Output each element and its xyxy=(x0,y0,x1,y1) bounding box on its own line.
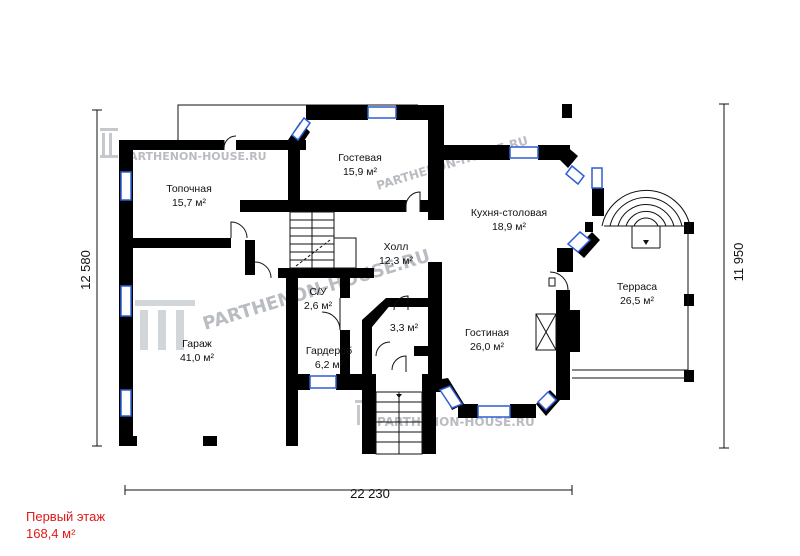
room-area-topochnaya: 15,7 м² xyxy=(172,197,207,209)
door-garage xyxy=(254,261,272,279)
terrace-arrow-icon xyxy=(643,240,649,245)
terrace xyxy=(572,189,691,379)
floor-name: Первый этаж xyxy=(26,509,106,524)
window-garderob xyxy=(309,375,337,389)
door-garderob xyxy=(375,341,391,357)
dimension-left: 12 580 xyxy=(78,250,93,290)
window-kitchen-side xyxy=(591,167,603,189)
watermark-logo-icon xyxy=(100,128,118,158)
room-name-gostevaya: Гостевая xyxy=(338,152,382,164)
room-area-terrace: 26,5 м² xyxy=(620,295,655,307)
window-garage-1 xyxy=(120,285,132,317)
room-area-gostevaya: 15,9 м² xyxy=(343,166,378,178)
floor-caption: Первый этаж 168,4 м² xyxy=(26,508,105,542)
window-garage-2 xyxy=(120,389,132,417)
room-name-terrace: Терраса xyxy=(617,281,657,293)
entrance-arrow-icon xyxy=(396,394,402,398)
room-area-su: 2,6 м² xyxy=(304,300,333,312)
room-name-garderob: Гардероб xyxy=(306,345,352,357)
room-name-kitchen: Кухня-столовая xyxy=(471,207,547,219)
door-topochnaya xyxy=(223,135,237,150)
room-area-kitchen: 18,9 м² xyxy=(492,221,527,233)
room-area-hall: 12,3 м² xyxy=(379,255,414,267)
window-living-diag-1 xyxy=(438,385,464,409)
window-kitchen-diag-1 xyxy=(564,164,586,186)
stairs xyxy=(289,211,423,455)
dimension-lines xyxy=(92,103,729,495)
watermark-text-kitchen: PARTHENON-HOUSE.RU xyxy=(375,133,530,193)
watermark-logo-icon-large xyxy=(135,300,195,350)
room-area-small: 3,3 м² xyxy=(390,322,419,334)
window-kitchen-top xyxy=(509,146,539,159)
column-icon xyxy=(548,277,556,287)
window-gostevaya xyxy=(367,106,397,119)
room-area-garderob: 6,2 м² xyxy=(315,359,344,371)
dimension-bottom: 22 230 xyxy=(350,486,390,501)
door-gostevaya xyxy=(405,191,421,212)
garage-pillar xyxy=(203,436,217,446)
door-terrace xyxy=(549,271,569,291)
door-su xyxy=(321,298,341,331)
room-name-topochnaya: Топочная xyxy=(166,183,212,195)
room-area-living: 26,0 м² xyxy=(470,341,505,353)
room-name-su: С/У xyxy=(309,286,327,298)
floor-area: 168,4 м² xyxy=(26,526,76,541)
room-labels: Топочная 15,7 м² Гостевая 15,9 м² Кухня-… xyxy=(166,152,657,371)
windows xyxy=(120,106,603,418)
room-name-hall: Холл xyxy=(384,241,409,253)
room-name-garage: Гараж xyxy=(182,338,212,350)
window-kitchen-diag-2 xyxy=(566,230,592,254)
walls xyxy=(119,104,694,454)
window-gostevaya-diag xyxy=(290,116,312,142)
window-living-bottom xyxy=(477,405,511,418)
door-small-room xyxy=(393,295,409,311)
window-living-diag-2 xyxy=(536,390,558,412)
door-entrance xyxy=(391,355,407,372)
room-name-living: Гостиная xyxy=(465,327,509,339)
window-topochnaya xyxy=(120,171,132,201)
watermark-text-bottom: PARTHENON-HOUSE.RU xyxy=(377,415,535,429)
room-area-garage: 41,0 м² xyxy=(180,352,215,364)
watermark-text-top: PARTHENON-HOUSE.RU xyxy=(122,150,267,163)
doors xyxy=(223,135,569,372)
dimension-right: 11 950 xyxy=(731,243,746,282)
door-topochnaya-hall xyxy=(230,221,248,239)
fireplace-icon xyxy=(535,313,557,351)
